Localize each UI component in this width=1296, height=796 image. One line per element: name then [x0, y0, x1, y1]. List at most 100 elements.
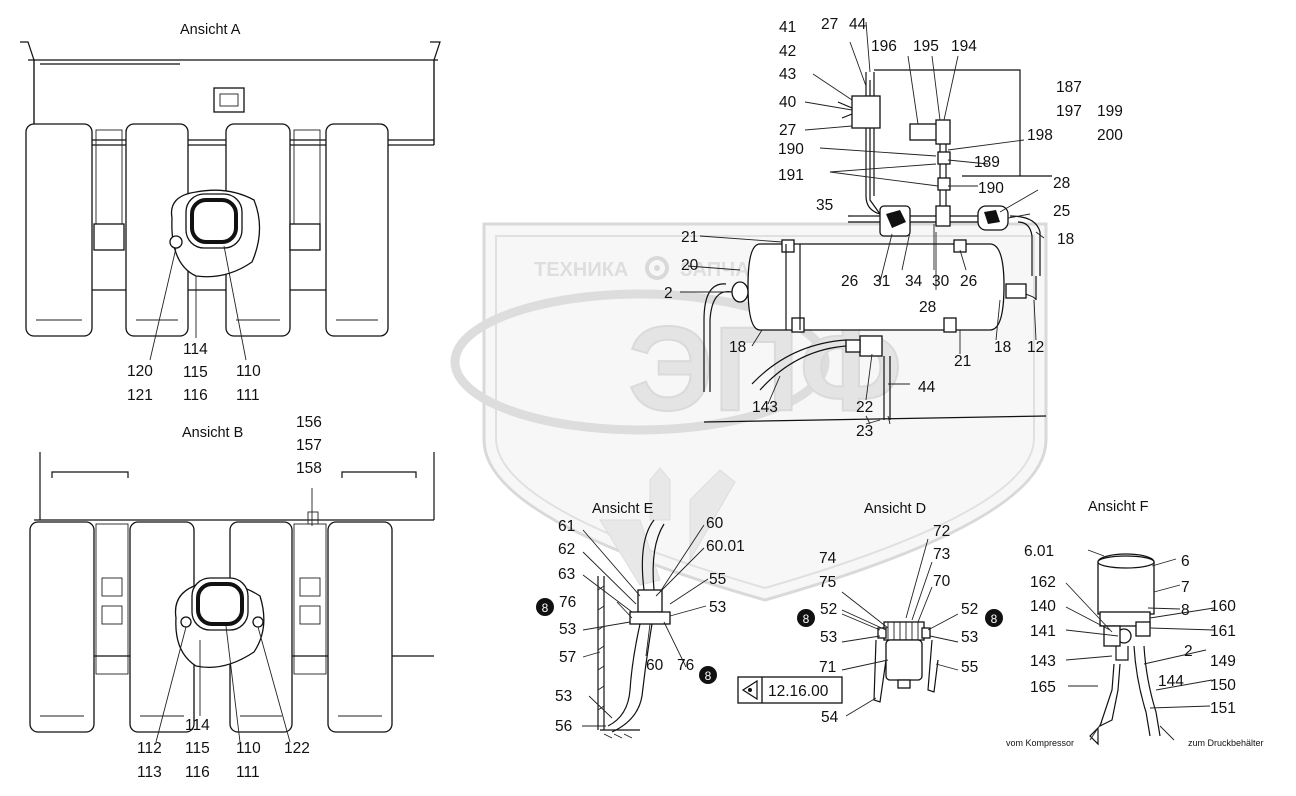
label-e-76a: 76 [559, 594, 576, 611]
label-f-143: 143 [1030, 653, 1056, 670]
label-a-115: 115 [183, 364, 208, 381]
view-a-tire-4 [325, 123, 389, 337]
label-e-53b: 53 [555, 688, 572, 705]
label-main-2: 2 [664, 285, 673, 302]
view-d-filter-bowl [885, 639, 923, 681]
view-a: Ansicht A [20, 22, 441, 361]
label-main-31: 31 [873, 273, 890, 290]
drain-valve [859, 335, 883, 357]
label-f-7: 7 [1181, 579, 1190, 596]
marker-d-2: 8 [985, 609, 1003, 627]
label-a-121: 121 [127, 387, 153, 404]
label-main-43: 43 [779, 66, 796, 83]
view-a-valve [213, 87, 245, 113]
label-b-157: 157 [296, 437, 322, 454]
label-d-75: 75 [819, 574, 836, 591]
label-b-156: 156 [296, 414, 322, 431]
label-main-20: 20 [681, 257, 699, 274]
label-f-2: 2 [1184, 643, 1193, 660]
label-main-18b: 18 [729, 339, 746, 356]
label-main-18c: 18 [994, 339, 1011, 356]
marker-d-1: 8 [797, 609, 815, 627]
main-assembly [703, 69, 1052, 425]
label-main-28b: 28 [919, 299, 936, 316]
reference-box: 12.16.00 [737, 676, 843, 704]
label-d-55: 55 [961, 659, 978, 676]
label-e-56: 56 [555, 718, 572, 735]
label-f-601: 6.01 [1024, 543, 1054, 560]
label-main-42: 42 [779, 43, 796, 60]
label-b-111: 111 [236, 764, 260, 781]
label-e-6001: 60.01 [706, 538, 745, 555]
label-e-57: 57 [559, 649, 576, 666]
label-main-199: 199 [1097, 103, 1123, 120]
view-b-title: Ansicht B [182, 425, 243, 441]
label-a-116: 116 [183, 387, 208, 404]
label-main-143: 143 [752, 399, 778, 416]
note-from-compressor: vom Kompressor [1006, 738, 1074, 748]
label-main-25: 25 [1053, 203, 1070, 220]
label-a-114: 114 [183, 341, 208, 358]
label-f-149: 149 [1210, 653, 1236, 670]
label-f-8: 8 [1181, 602, 1190, 619]
label-b-110: 110 [236, 740, 261, 757]
label-d-53b: 53 [961, 629, 978, 646]
label-main-21b: 21 [954, 353, 971, 370]
view-b: Ansicht B [29, 425, 435, 743]
label-e-53a: 53 [559, 621, 576, 638]
svg-text:8: 8 [705, 669, 712, 683]
label-a-120: 120 [127, 363, 153, 380]
label-main-40: 40 [779, 94, 797, 111]
label-f-161: 161 [1210, 623, 1236, 640]
view-f-title: Ansicht F [1088, 499, 1149, 515]
label-f-6: 6 [1181, 553, 1190, 570]
air-tank [747, 243, 1005, 331]
view-d: Ansicht D [864, 501, 939, 703]
label-main-196: 196 [871, 38, 897, 55]
label-main-22: 22 [856, 399, 873, 416]
label-main-190a: 190 [778, 141, 804, 158]
label-main-195: 195 [913, 38, 939, 55]
triangle-icon [741, 679, 758, 701]
svg-text:8: 8 [542, 601, 549, 615]
label-b-113: 113 [137, 764, 162, 781]
label-main-41: 41 [779, 19, 796, 36]
label-main-191: 191 [778, 167, 804, 184]
view-e: Ansicht E [592, 501, 671, 739]
label-d-74: 74 [819, 550, 837, 567]
label-f-165: 165 [1030, 679, 1056, 696]
label-d-53a: 53 [820, 629, 837, 646]
label-e-62: 62 [558, 541, 575, 558]
label-main-35: 35 [816, 197, 833, 214]
label-d-72: 72 [933, 523, 950, 540]
view-a-tire-1 [25, 123, 93, 337]
label-d-73: 73 [933, 546, 950, 563]
label-e-53c: 53 [709, 599, 726, 616]
label-main-34: 34 [905, 273, 923, 290]
label-main-189: 189 [974, 154, 1000, 171]
label-d-54: 54 [821, 709, 839, 726]
label-main-194: 194 [951, 38, 977, 55]
label-d-71: 71 [819, 659, 836, 676]
label-main-21a: 21 [681, 229, 698, 246]
label-main-30: 30 [932, 273, 950, 290]
label-b-158: 158 [296, 460, 322, 477]
label-main-26b: 26 [960, 273, 977, 290]
note-to-tank: zum Druckbehälter [1188, 738, 1264, 748]
label-b-122: 122 [284, 740, 310, 757]
gear-icon [645, 256, 669, 280]
label-f-151: 151 [1210, 700, 1236, 717]
label-e-63: 63 [558, 566, 575, 583]
label-main-26a: 26 [841, 273, 858, 290]
label-a-110: 110 [236, 363, 261, 380]
label-main-27a: 27 [821, 16, 838, 33]
svg-text:8: 8 [991, 612, 998, 626]
label-main-197: 197 [1056, 103, 1082, 120]
label-b-116: 116 [185, 764, 210, 781]
label-main-28a: 28 [1053, 175, 1070, 192]
label-f-141: 141 [1030, 623, 1056, 640]
label-main-44b: 44 [918, 379, 936, 396]
label-e-61: 61 [558, 518, 575, 535]
label-b-112: 112 [137, 740, 162, 757]
